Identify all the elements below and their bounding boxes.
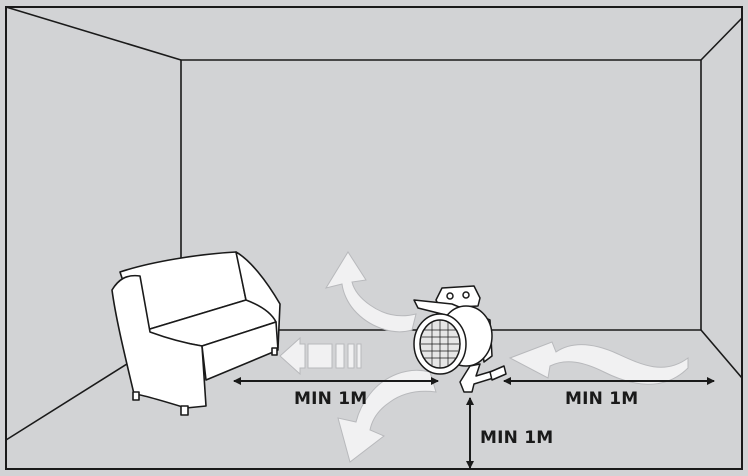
sofa-icon — [111, 251, 281, 416]
room-frame — [5, 6, 743, 470]
left-clearance-label: MIN 1M — [294, 389, 368, 409]
right-clearance-label: MIN 1M — [565, 389, 639, 409]
fan-heater-icon — [413, 285, 507, 393]
bottom-clearance-label: MIN 1M — [480, 428, 554, 448]
dimension-arrow-icon — [233, 377, 715, 469]
ceiling-edge-left — [5, 6, 182, 61]
floor-edge-right — [700, 329, 743, 379]
ceiling-edge-right — [700, 17, 743, 61]
